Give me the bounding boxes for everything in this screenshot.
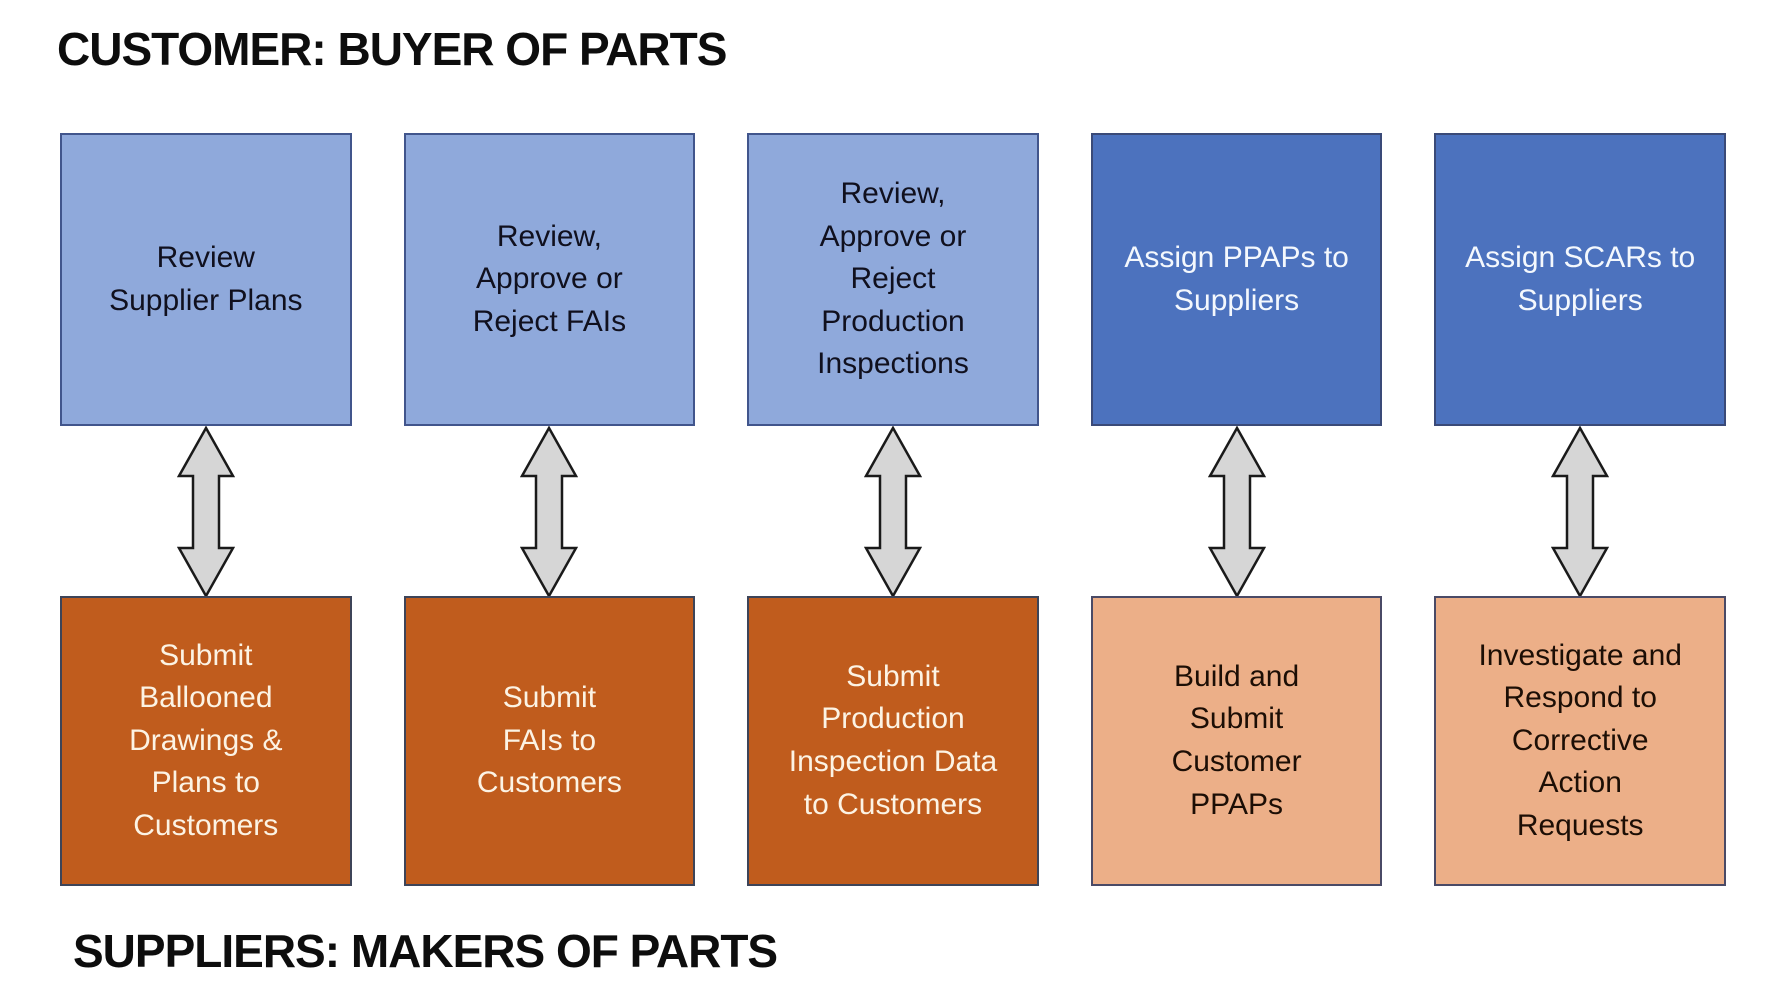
suppliers-title: SUPPLIERS: MAKERS OF PARTS: [73, 925, 778, 977]
connector-column-4: [1091, 426, 1383, 598]
double-arrow-icon: [863, 426, 922, 598]
supplier-box-submit-fais: Submit FAIs to Customers: [403, 596, 696, 886]
customer-box-review-production-inspections-label: Review, Approve or Reject Production Ins…: [817, 177, 969, 381]
customer-title: CUSTOMER: BUYER OF PARTS: [57, 23, 727, 75]
customer-box-assign-scars-label: Assign SCARs to Suppliers: [1465, 240, 1696, 317]
customer-box-review-production-inspections: Review, Approve or Reject Production Ins…: [747, 133, 1039, 426]
customer-box-review-fais-label: Review, Approve or Reject FAIs: [472, 219, 627, 338]
double-arrow-icon: [1551, 426, 1610, 598]
supplier-box-submit-fais-label: Submit FAIs to Customers: [476, 681, 622, 800]
connector-column-2: [404, 426, 696, 598]
connector-row: [60, 426, 1726, 598]
double-arrow-icon: [520, 426, 579, 598]
supplier-box-submit-drawings-label: Submit Ballooned Drawings & Plans to Cus…: [129, 638, 283, 842]
supplier-box-investigate-respond-label: Investigate and Respond to Corrective Ac…: [1478, 638, 1682, 842]
connector-column-5: [1434, 426, 1726, 598]
supplier-box-build-ppaps: Build and Submit Customer PPAPs: [1090, 596, 1383, 886]
customer-box-assign-ppaps-label: Assign PPAPs to Suppliers: [1124, 240, 1349, 317]
customer-box-assign-scars: Assign SCARs to Suppliers: [1434, 133, 1726, 426]
supplier-box-submit-inspection-data-label: Submit Production Inspection Data to Cus…: [788, 659, 998, 821]
supplier-box-build-ppaps-label: Build and Submit Customer PPAPs: [1171, 659, 1302, 821]
double-arrow-icon: [176, 426, 235, 598]
customer-box-assign-ppaps: Assign PPAPs to Suppliers: [1090, 133, 1383, 426]
double-arrow-icon: [1207, 426, 1266, 598]
supplier-box-investigate-respond: Investigate and Respond to Corrective Ac…: [1434, 596, 1726, 886]
customer-box-review-plans-label: Review Supplier Plans: [109, 240, 303, 317]
supplier-row: Submit Ballooned Drawings & Plans to Cus…: [60, 596, 1726, 886]
customer-row: Review Supplier Plans Review, Approve or…: [60, 133, 1726, 426]
customer-box-review-fais: Review, Approve or Reject FAIs: [403, 133, 696, 426]
supplier-box-submit-drawings: Submit Ballooned Drawings & Plans to Cus…: [60, 596, 352, 886]
connector-column-3: [747, 426, 1039, 598]
connector-column-1: [60, 426, 352, 598]
customer-box-review-plans: Review Supplier Plans: [60, 133, 352, 426]
supplier-box-submit-inspection-data: Submit Production Inspection Data to Cus…: [747, 596, 1039, 886]
